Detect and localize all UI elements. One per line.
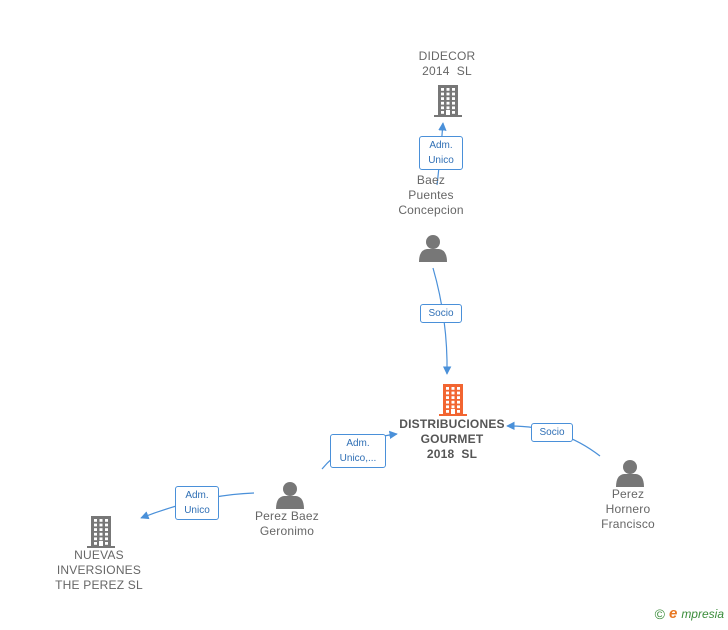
node-label-line: GOURMET	[420, 432, 484, 446]
edge-role-badge[interactable]: Adm. Unico	[419, 136, 463, 170]
edge-role-badge[interactable]: Adm. Unico,...	[330, 434, 386, 468]
edge-role-text: Unico,...	[339, 453, 377, 464]
node-label-line: THE PEREZ SL	[55, 578, 143, 592]
edge-role-text: Unico	[428, 155, 454, 166]
building-icon	[434, 85, 462, 117]
node-label-line: DIDECOR	[418, 49, 476, 63]
edge-role-text: Socio	[428, 307, 454, 319]
edge-role-badge[interactable]: Socio	[531, 422, 573, 442]
brand-name: mpresia	[681, 606, 724, 621]
node-label-line: Perez	[611, 487, 645, 501]
node-label-line: NUEVAS	[74, 548, 124, 562]
node-label-line: Hornero	[605, 502, 651, 516]
node-label-line: Concepcion	[398, 203, 464, 217]
person-icon	[419, 235, 447, 262]
node-label-line: Geronimo	[259, 524, 315, 538]
focus-building-icon	[439, 384, 467, 416]
node-label-line: Perez Baez	[254, 509, 320, 523]
node-label-line: DISTRIBUCIONES	[399, 417, 505, 431]
edge-role-badge[interactable]: Socio	[420, 303, 462, 323]
edge-role-text: Adm.	[429, 140, 453, 151]
edge-role-badge[interactable]: Adm. Unico	[175, 486, 219, 520]
edge-role-text: Adm.	[346, 438, 370, 449]
building-icon	[87, 516, 115, 548]
person-icon	[276, 482, 304, 509]
edge-role-text: Unico	[184, 505, 210, 516]
node-label-line: Puentes	[408, 188, 454, 202]
node-label-line: Baez	[416, 173, 446, 187]
edge-role-text: Adm.	[185, 490, 209, 501]
node-label-line: 2018 SL	[426, 447, 478, 461]
brand-logo-initial: e	[668, 605, 678, 622]
node-label-line: INVERSIONES	[56, 563, 142, 577]
edge-role-text: Socio	[539, 426, 565, 438]
copyright-icon: ©	[654, 605, 665, 622]
node-label-line: 2014 SL	[422, 64, 472, 78]
node-label-line: Francisco	[601, 517, 655, 531]
person-icon	[616, 460, 644, 487]
